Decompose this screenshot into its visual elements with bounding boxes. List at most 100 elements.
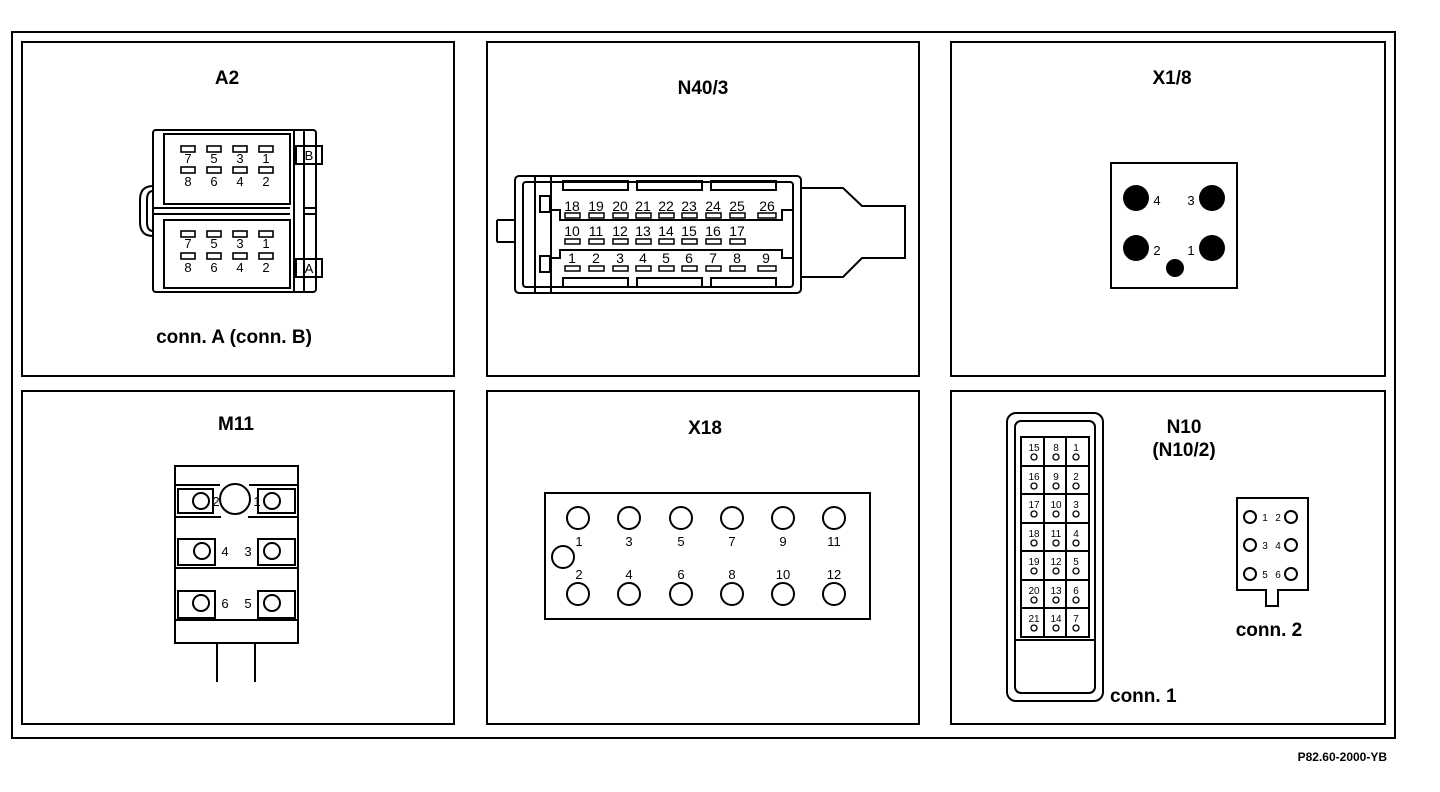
panel-x1-8-frame bbox=[950, 41, 1386, 377]
panel-m11-frame bbox=[21, 390, 455, 725]
pin-label: 3 bbox=[236, 236, 243, 251]
panel-n40-3-frame bbox=[486, 41, 920, 377]
pin-label: 9 bbox=[779, 534, 786, 549]
n40-3-row2: 10 11 12 13 14 15 16 17 bbox=[564, 223, 745, 239]
a2-bottom-row-labels: 7 5 3 1 8 6 4 2 bbox=[184, 236, 269, 275]
pin-label: 5 bbox=[210, 236, 217, 251]
a2-tab-a-label: A bbox=[305, 261, 314, 276]
x1-8-pin bbox=[1199, 185, 1225, 211]
pin-label: 4 bbox=[1153, 193, 1160, 208]
pin-label: 3 bbox=[1262, 541, 1268, 552]
pin-label: 8 bbox=[1053, 443, 1059, 454]
pin-label: 7 bbox=[728, 534, 735, 549]
pin-label: 24 bbox=[705, 198, 721, 214]
x18-connector bbox=[544, 492, 871, 620]
outer-frame bbox=[11, 31, 1396, 739]
n10-conn2-label: conn. 2 bbox=[1236, 620, 1303, 641]
x1-8-pin bbox=[1123, 235, 1149, 261]
pin-label: 2 bbox=[212, 494, 219, 509]
pin-label: 5 bbox=[662, 250, 670, 266]
pin-label: 2 bbox=[575, 567, 582, 582]
pin-label: 1 bbox=[262, 151, 269, 166]
pin-label: 19 bbox=[588, 198, 604, 214]
n10-conn1-col2: 8 9 10 11 12 13 14 bbox=[1050, 443, 1062, 625]
pin-label: 4 bbox=[1073, 529, 1079, 540]
n40-3-row3-slots bbox=[564, 265, 777, 272]
pin-label: 4 bbox=[1275, 541, 1281, 552]
x1-8-pin bbox=[1123, 185, 1149, 211]
pin-label: 5 bbox=[244, 596, 251, 611]
panel-x18-title: X18 bbox=[688, 418, 722, 439]
pin-label: 7 bbox=[184, 236, 191, 251]
pin-label: 23 bbox=[681, 198, 697, 214]
x18-top-labels: 1 3 5 7 9 11 bbox=[575, 534, 840, 549]
pin-label: 11 bbox=[827, 534, 841, 549]
pin-label: 17 bbox=[729, 223, 745, 239]
figure-reference: P82.60-2000-YB bbox=[1298, 750, 1388, 764]
pin-label: 6 bbox=[221, 596, 228, 611]
pin-label: 12 bbox=[827, 567, 841, 582]
pin-label: 5 bbox=[677, 534, 684, 549]
pin-label: 5 bbox=[210, 151, 217, 166]
pin-label: 1 bbox=[1262, 513, 1268, 524]
pin-label: 7 bbox=[709, 250, 717, 266]
panel-a2: A2 7 5 bbox=[21, 41, 455, 377]
n40-3-row3: 1 2 3 4 5 6 7 8 9 bbox=[568, 250, 770, 266]
pin-label: 2 bbox=[262, 174, 269, 189]
pin-label: 12 bbox=[1050, 557, 1062, 568]
a2-connector bbox=[139, 129, 323, 293]
pin-label: 6 bbox=[1073, 586, 1079, 597]
pin-label: 6 bbox=[210, 174, 217, 189]
panel-n10: N10 (N10/2) 15 16 bbox=[950, 390, 1386, 725]
n10-conn1-housing bbox=[1006, 412, 1104, 702]
panel-a2-title: A2 bbox=[215, 68, 239, 89]
pin-label: 1 bbox=[262, 236, 269, 251]
pin-label: 13 bbox=[635, 223, 651, 239]
n40-3-connector-body bbox=[496, 175, 906, 294]
panel-n40-3-title: N40/3 bbox=[678, 78, 729, 99]
pin-label: 3 bbox=[616, 250, 624, 266]
x18-bottom-labels: 2 4 6 8 10 12 bbox=[575, 567, 841, 582]
x1-8-pin bbox=[1199, 235, 1225, 261]
panel-x1-8-title: X1/8 bbox=[1152, 68, 1191, 89]
pin-label: 20 bbox=[1028, 586, 1040, 597]
n40-3-row1-slots bbox=[564, 212, 777, 219]
pin-label: 9 bbox=[1053, 472, 1059, 483]
pin-label: 15 bbox=[1028, 443, 1040, 454]
pin-label: 1 bbox=[568, 250, 576, 266]
pin-label: 15 bbox=[681, 223, 697, 239]
a2-bottom-pin-slots bbox=[180, 230, 274, 260]
pin-label: 20 bbox=[612, 198, 628, 214]
panel-m11-title: M11 bbox=[218, 414, 254, 435]
pin-label: 22 bbox=[658, 198, 674, 214]
pin-label: 2 bbox=[1073, 472, 1079, 483]
pin-label: 6 bbox=[685, 250, 693, 266]
pin-label: 2 bbox=[592, 250, 600, 266]
pin-label: 2 bbox=[1153, 243, 1160, 258]
pin-label: 8 bbox=[733, 250, 741, 266]
pin-label: 12 bbox=[612, 223, 628, 239]
pin-label: 2 bbox=[262, 260, 269, 275]
pin-label: 10 bbox=[776, 567, 790, 582]
pin-label: 8 bbox=[728, 567, 735, 582]
panel-m11: M11 2 1 4 3 6 bbox=[21, 390, 455, 725]
x1-8-key-pin bbox=[1166, 259, 1184, 277]
n10-conn1-col1: 15 16 17 18 19 20 21 bbox=[1028, 443, 1040, 625]
pin-label: 1 bbox=[1187, 243, 1194, 258]
pin-label: 7 bbox=[184, 151, 191, 166]
pin-label: 16 bbox=[1028, 472, 1040, 483]
panel-a2-frame bbox=[21, 41, 455, 377]
a2-top-row-labels: 7 5 3 1 8 6 4 2 bbox=[184, 151, 269, 189]
pin-label: 8 bbox=[184, 260, 191, 275]
pin-label: 5 bbox=[1073, 557, 1079, 568]
pin-label: 2 bbox=[1275, 513, 1281, 524]
pin-label: 9 bbox=[762, 250, 770, 266]
n10-conn1-col3: 1 2 3 4 5 6 7 bbox=[1073, 443, 1079, 625]
n10-conn1-pin-holes bbox=[1030, 453, 1080, 632]
n10-conn1-label: conn. 1 bbox=[1110, 686, 1177, 707]
pin-label: 18 bbox=[1028, 529, 1040, 540]
pin-label: 3 bbox=[244, 544, 251, 559]
pin-label: 10 bbox=[564, 223, 580, 239]
a2-top-pin-slots bbox=[180, 145, 274, 174]
